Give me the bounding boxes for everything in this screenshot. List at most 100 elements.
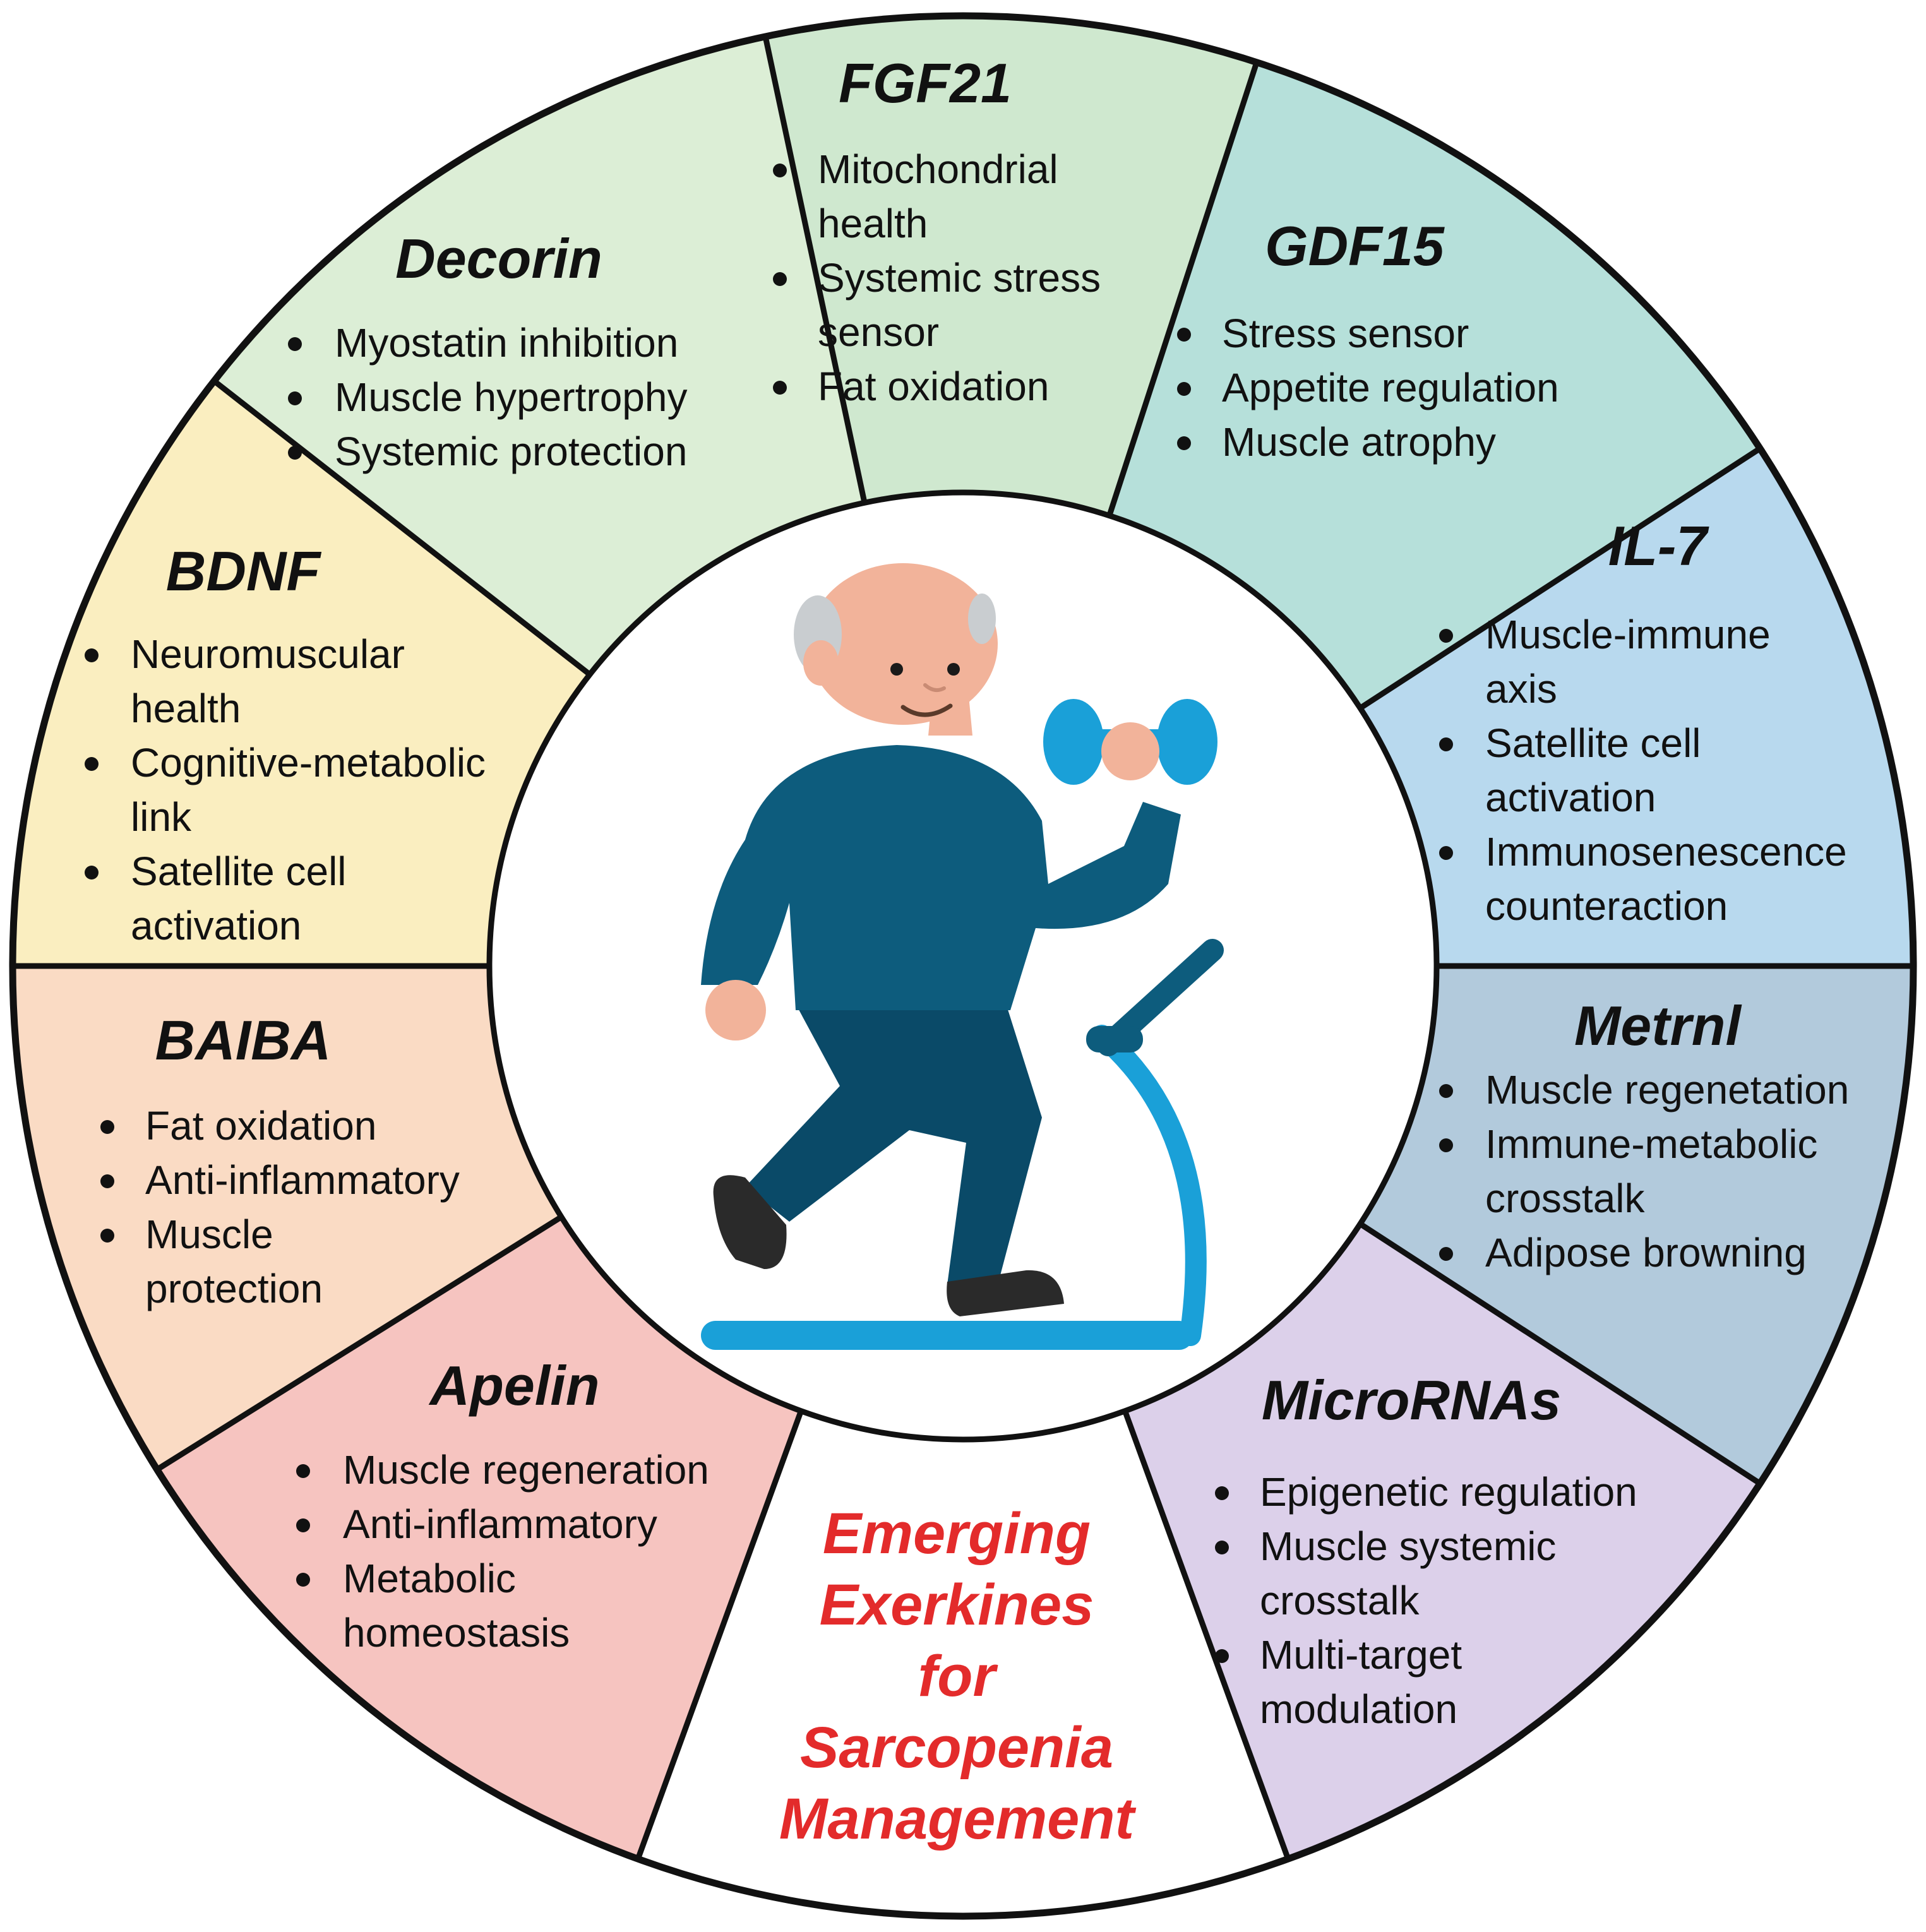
bullet-text: health bbox=[818, 201, 928, 246]
bullet-text: Muscle hypertrophy bbox=[335, 374, 687, 420]
center-title-line: for bbox=[918, 1644, 998, 1708]
segment-fgf21 bbox=[766, 19, 1256, 516]
bullet-text: link bbox=[131, 794, 192, 840]
bullet-text: Immunosenescence bbox=[1485, 829, 1847, 874]
outer-ring bbox=[9, 12, 1917, 1920]
bullet-text: Myostatin inhibition bbox=[335, 320, 678, 366]
segment-decorin bbox=[216, 39, 865, 675]
center-title-line: Sarcopenia bbox=[800, 1715, 1113, 1780]
bullet-text: crosstalk bbox=[1260, 1578, 1420, 1623]
back-hand bbox=[705, 980, 766, 1041]
segment-baiba bbox=[16, 966, 561, 1468]
bullet-text: Appetite regulation bbox=[1222, 365, 1559, 410]
bullet-text: Muscle systemic bbox=[1260, 1524, 1556, 1569]
elderly-man-exercising-icon bbox=[701, 563, 1224, 1350]
bullet-text: axis bbox=[1485, 666, 1557, 712]
segment-title: Apelin bbox=[429, 1354, 600, 1417]
segment-divider bbox=[1358, 1221, 1759, 1484]
bullet-dot bbox=[1439, 737, 1453, 751]
segment-divider bbox=[215, 380, 592, 677]
bullet-dot bbox=[100, 1174, 114, 1188]
segment-title: Metrnl bbox=[1574, 994, 1742, 1057]
bullet-text: Anti-inflammatory bbox=[343, 1501, 657, 1547]
segment-title: FGF21 bbox=[839, 52, 1012, 114]
bullet-text: Muscle-immune bbox=[1485, 612, 1771, 657]
bullet-dot bbox=[296, 1518, 310, 1532]
bullet-text: Mitochondrial bbox=[818, 146, 1058, 192]
shoe-back bbox=[713, 1175, 787, 1269]
segment-title: Decorin bbox=[395, 227, 602, 290]
bullet-text: activation bbox=[1485, 775, 1656, 820]
center-title-line: Emerging bbox=[823, 1501, 1091, 1566]
segment-divider bbox=[1106, 64, 1259, 517]
segment-divider bbox=[636, 1410, 804, 1857]
bullet-dot bbox=[85, 757, 99, 771]
bullet-text: Fat oxidation bbox=[818, 364, 1049, 409]
bullet-text: Stress sensor bbox=[1222, 311, 1469, 356]
bullet-text: Neuromuscular bbox=[131, 631, 405, 677]
bullet-text: Multi-target bbox=[1260, 1632, 1462, 1678]
front-hand bbox=[1101, 722, 1159, 780]
bullet-dot bbox=[288, 446, 302, 460]
head bbox=[794, 563, 998, 736]
bullet-dot bbox=[85, 648, 99, 662]
bullet-dot bbox=[1215, 1649, 1229, 1663]
bullet-dot bbox=[773, 272, 787, 286]
bullet-text: crosstalk bbox=[1485, 1176, 1646, 1221]
bullet-dot bbox=[1439, 1247, 1453, 1261]
bullet-text: modulation bbox=[1260, 1686, 1457, 1732]
bullet-dot bbox=[773, 381, 787, 395]
bullet-dot bbox=[296, 1464, 310, 1478]
bullet-text: Epigenetic regulation bbox=[1260, 1469, 1637, 1515]
bullet-text: homeostasis bbox=[343, 1610, 570, 1655]
segment-divider bbox=[158, 1214, 563, 1470]
bullet-dot bbox=[288, 391, 302, 405]
bullet-text: Adipose browning bbox=[1485, 1230, 1807, 1275]
bullet-dot bbox=[1439, 846, 1453, 860]
bullet-text: Satellite cell bbox=[131, 849, 347, 894]
bullet-text: Muscle regeneration bbox=[343, 1447, 709, 1493]
segment-title: IL-7 bbox=[1608, 515, 1710, 577]
bullet-dot bbox=[1177, 436, 1191, 450]
bullet-text: sensor bbox=[818, 309, 939, 355]
bullet-text: Systemic protection bbox=[335, 429, 687, 474]
bullet-text: Immune-metabolic bbox=[1485, 1121, 1817, 1167]
segment-gdf15 bbox=[1109, 65, 1758, 708]
bullet-dot bbox=[1215, 1486, 1229, 1500]
shoe-front bbox=[947, 1270, 1064, 1316]
segment-title: MicroRNAs bbox=[1262, 1369, 1561, 1431]
segment-title: BAIBA bbox=[155, 1009, 332, 1071]
segment-label-baiba: BAIBA Fat oxidationAnti-inflammatoryMuscl… bbox=[100, 1009, 460, 1311]
bullet-text: Muscle regenetation bbox=[1485, 1067, 1849, 1112]
segment-divider bbox=[763, 39, 868, 504]
bullet-text: activation bbox=[131, 903, 301, 948]
wheel-segments bbox=[16, 19, 1910, 1856]
bullet-dot bbox=[773, 164, 787, 177]
segment-title: GDF15 bbox=[1265, 215, 1445, 277]
bullet-dot bbox=[100, 1120, 114, 1134]
segment-label-bdnf: BDNFNeuromuscularhealthCognitive-metabol… bbox=[85, 540, 486, 948]
bullet-dot bbox=[1177, 328, 1191, 342]
bullet-text: Fat oxidation bbox=[145, 1103, 376, 1148]
bullet-dot bbox=[288, 337, 302, 351]
bullet-dot bbox=[1439, 629, 1453, 643]
bullet-dot bbox=[296, 1573, 310, 1587]
bullet-dot bbox=[1215, 1541, 1229, 1554]
segment-title: BDNF bbox=[166, 540, 322, 602]
bullet-text: Muscle bbox=[145, 1212, 273, 1257]
center-title-line: Management bbox=[779, 1787, 1137, 1851]
bullet-dot bbox=[85, 866, 99, 880]
bullet-text: Anti-inflammatory bbox=[145, 1157, 460, 1203]
legs bbox=[745, 998, 1042, 1285]
bullet-text: counteraction bbox=[1485, 883, 1728, 929]
bullet-text: Muscle atrophy bbox=[1222, 419, 1496, 465]
